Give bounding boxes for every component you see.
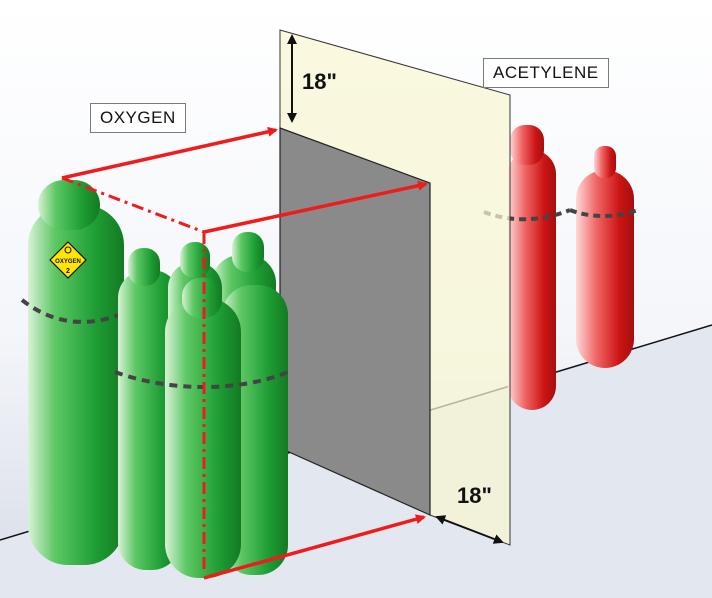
oxygen-cylinder-large bbox=[20, 180, 131, 565]
barrier-panel bbox=[279, 127, 431, 516]
arrow-top-left bbox=[61, 126, 278, 180]
hazard-diamond-number: 2 bbox=[66, 268, 70, 275]
reference-line-diagonal bbox=[61, 176, 205, 234]
hazard-diamond-text: OXYGEN bbox=[55, 259, 81, 265]
oxygen-hazard-diamond: OXYGEN 2 bbox=[49, 241, 87, 279]
horizontal-dimension-label: 18" bbox=[457, 483, 492, 508]
arrow-bottom bbox=[203, 514, 426, 580]
acetylene-cylinder-large bbox=[483, 125, 571, 410]
oxygen-cylinder-back-left bbox=[118, 248, 180, 570]
oxygen-label: OXYGEN bbox=[90, 103, 186, 133]
arrow-top-right bbox=[203, 180, 428, 234]
acetylene-label: ACETYLENE bbox=[483, 58, 609, 88]
vertical-dimension-label: 18" bbox=[302, 69, 337, 94]
acetylene-cylinder-small bbox=[569, 146, 639, 368]
horizontal-dimension-arrow bbox=[435, 515, 504, 544]
